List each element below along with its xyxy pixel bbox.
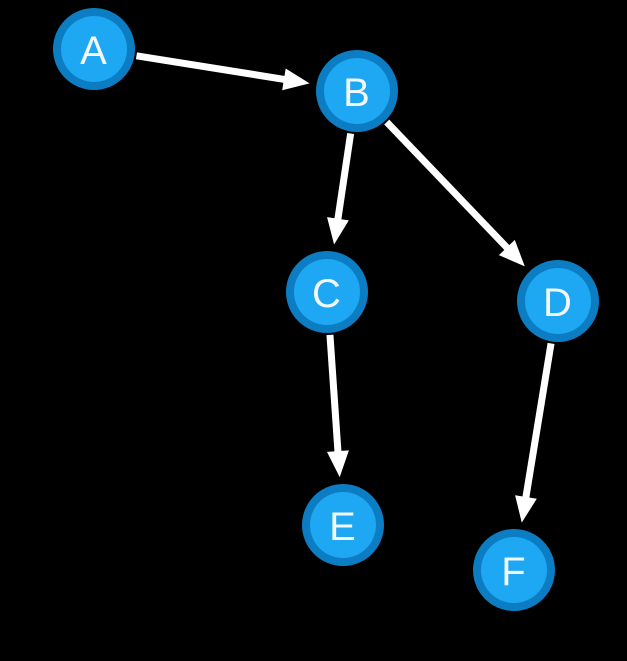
edge-arrowhead-icon: [282, 68, 310, 91]
node-circle: [61, 16, 127, 82]
nodes-layer: A B C D E F: [53, 8, 599, 611]
edge-arrowhead-icon: [498, 239, 525, 267]
node-circle: [294, 259, 360, 325]
node-circle: [310, 492, 376, 558]
edge-line: [522, 342, 555, 500]
edge-line: [326, 334, 342, 454]
graph-edge-B-D: [384, 119, 525, 267]
node-circle: [525, 268, 591, 334]
edge-arrowhead-icon: [326, 450, 349, 478]
edge-arrowhead-icon: [515, 495, 537, 523]
node-label: F: [501, 550, 526, 594]
graph-edge-A-B: [135, 52, 310, 91]
graph-edge-B-C: [327, 133, 355, 245]
node-circle: [481, 537, 547, 603]
node-label: E: [329, 505, 357, 549]
node-label: B: [343, 71, 371, 115]
graph-node-c[interactable]: C: [286, 251, 368, 333]
graph-node-d[interactable]: D: [517, 260, 599, 342]
edges-layer: [135, 52, 555, 523]
graph-node-a[interactable]: A: [53, 8, 135, 90]
edge-line: [384, 119, 511, 252]
graph-edge-D-F: [515, 342, 555, 523]
node-label: D: [543, 281, 573, 325]
graph-edge-C-E: [326, 334, 349, 478]
edge-arrowhead-icon: [327, 217, 349, 245]
edge-line: [334, 133, 355, 222]
graph-node-e[interactable]: E: [302, 484, 384, 566]
node-label: A: [80, 29, 108, 73]
graph-node-f[interactable]: F: [473, 529, 555, 611]
node-label: C: [312, 272, 342, 316]
graph-node-b[interactable]: B: [316, 50, 398, 132]
node-circle: [324, 58, 390, 124]
edge-line: [135, 52, 287, 84]
